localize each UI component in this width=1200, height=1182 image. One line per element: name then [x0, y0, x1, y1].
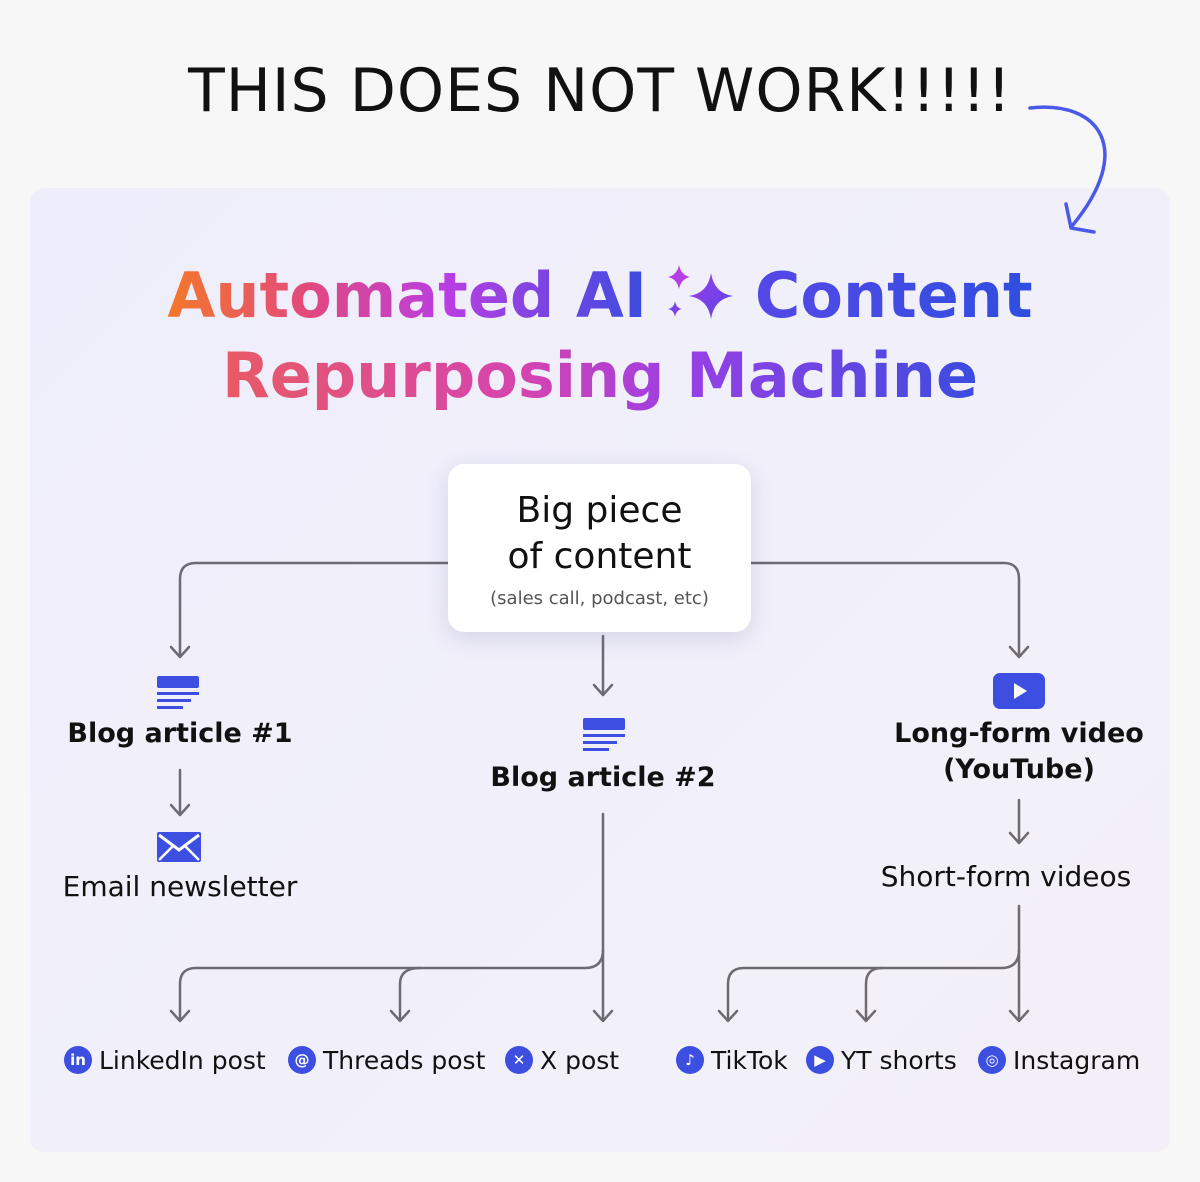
diagram-panel [30, 188, 1170, 1152]
youtube-icon [993, 673, 1045, 709]
document-icon [157, 676, 199, 709]
blog-article-1-label: Blog article #1 [67, 718, 293, 749]
email-newsletter-label: Email newsletter [62, 870, 298, 903]
output-x: ✕X post [505, 1042, 619, 1078]
yt-shorts-icon: ▶ [806, 1046, 834, 1074]
source-subtitle: (sales call, podcast, etc) [490, 588, 709, 609]
short-form-videos-label: Short-form videos [880, 860, 1132, 893]
output-instagram: ◎Instagram [978, 1042, 1140, 1078]
connector-right [749, 561, 1021, 658]
mail-icon [157, 832, 201, 862]
threads-icon: @ [288, 1046, 316, 1074]
headline: THIS DOES NOT WORK!!!!! [188, 56, 1012, 126]
output-tiktok: ♪TikTok [676, 1042, 788, 1078]
sparkles-icon [667, 265, 733, 319]
pointer-arrow [1028, 105, 1107, 228]
linkedin-icon: in [64, 1046, 92, 1074]
x-icon: ✕ [505, 1046, 533, 1074]
document-icon [583, 718, 625, 751]
title-line-1: Automated AI Content [167, 259, 1033, 332]
output-threads: @Threads post [288, 1042, 485, 1078]
tiktok-icon: ♪ [676, 1046, 704, 1074]
title-line-2: Repurposing Machine [222, 339, 978, 412]
pointer-arrowhead [1064, 202, 1096, 234]
blog-article-2-label: Blog article #2 [490, 762, 716, 793]
connector-left [178, 561, 450, 658]
instagram-icon: ◎ [978, 1046, 1006, 1074]
output-yt-shorts: ▶YT shorts [806, 1042, 957, 1078]
long-form-video-label: Long-form video(YouTube) [894, 718, 1144, 785]
